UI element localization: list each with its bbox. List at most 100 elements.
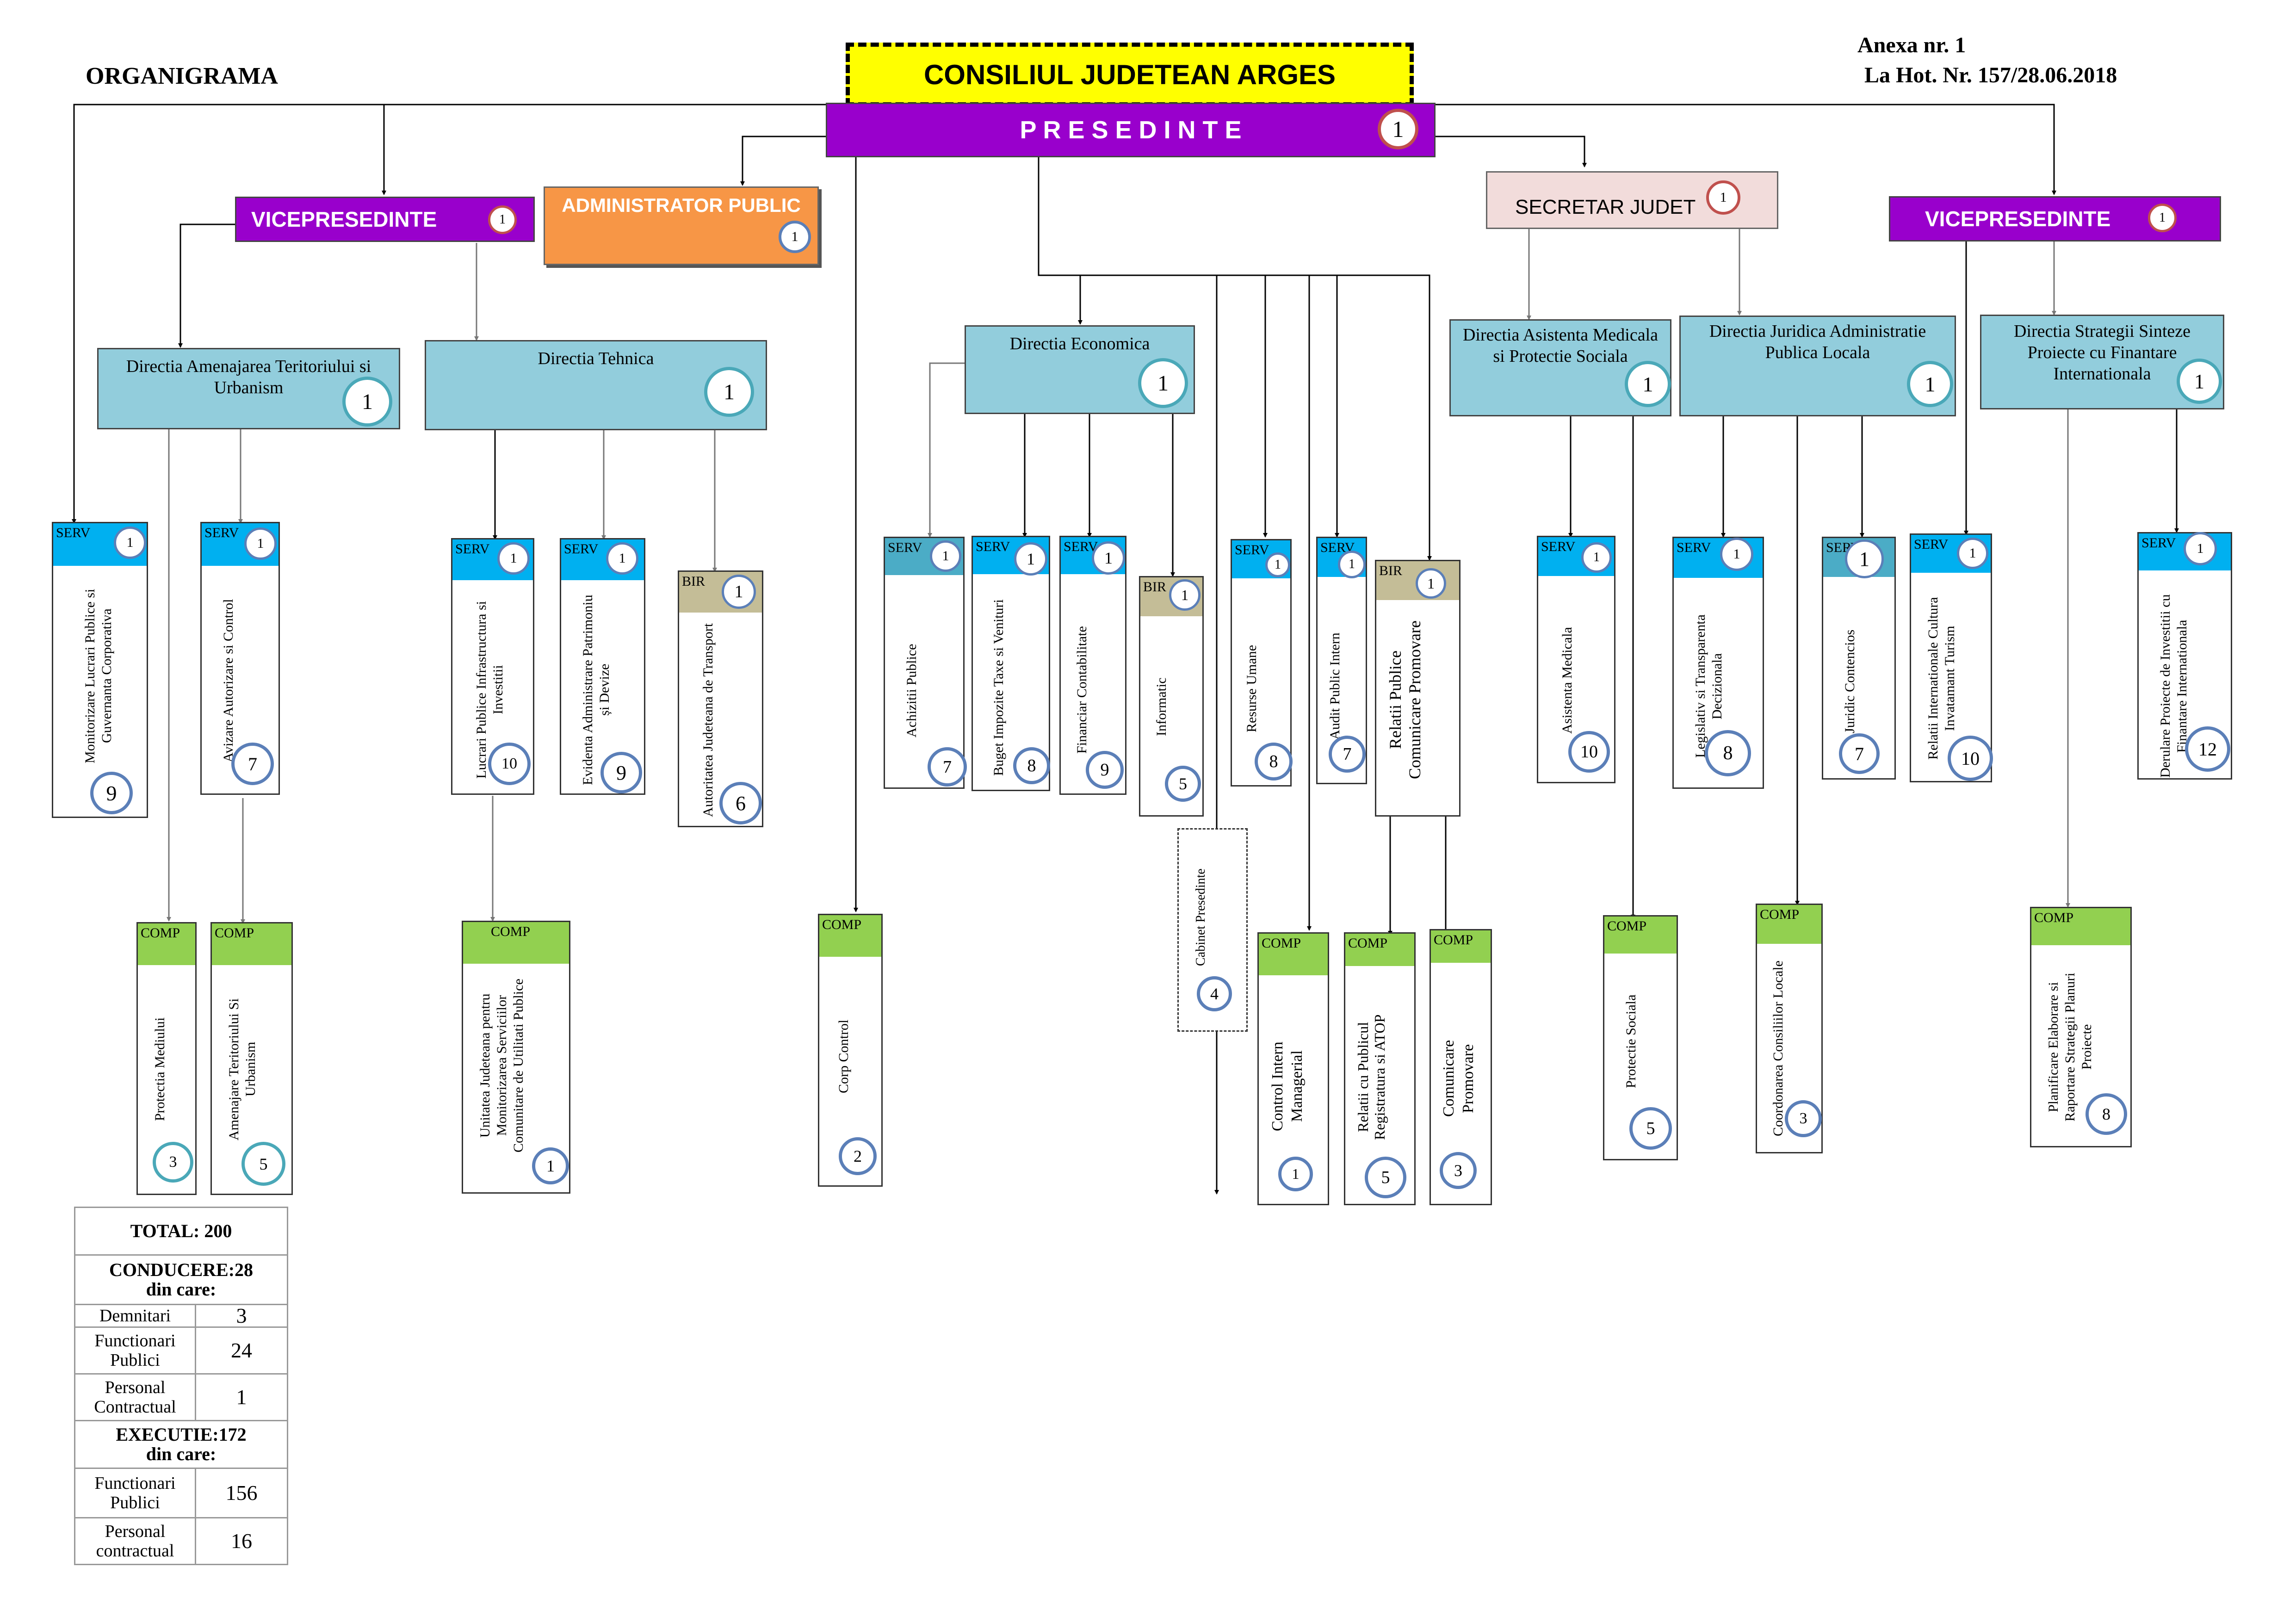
unit-informatic-count: 5	[1165, 766, 1201, 802]
presedinte-box[interactable]: P R E S E D I N T E	[826, 103, 1436, 157]
demnitari-value: 3	[195, 1304, 288, 1328]
unit-autoritatea-head: 1	[722, 575, 756, 609]
unit-autoritatea-count: 6	[719, 782, 762, 824]
unit-financiar-head: 1	[1092, 541, 1125, 575]
unit-relatii-publice[interactable]: BIR Relatii Publice Comunicare Promovare	[1375, 560, 1461, 817]
unit-derulare-count: 12	[2185, 726, 2230, 772]
unit-resurse-head: 1	[1265, 552, 1290, 577]
direction-economica-label: Directia Economica	[1009, 334, 1150, 353]
unit-financiar[interactable]: SERV Financiar Contabilitate	[1059, 536, 1126, 795]
unit-type-tag: COMP	[819, 915, 881, 957]
comp-protectia-mediului-count: 3	[153, 1142, 193, 1183]
chart-title-left: ORGANIGRAMA	[86, 63, 278, 89]
unit-achizitii-head: 1	[930, 540, 961, 572]
unit-informatic-head: 1	[1169, 579, 1201, 611]
vicepresedinte-right-label: VICEPRESEDINTE	[1925, 207, 2111, 231]
direction-amenajare-label: Directia Amenajarea Teritoriului si Urba…	[126, 357, 371, 397]
secretar-count: 1	[1706, 180, 1740, 215]
unit-asistenta-med-count: 10	[1568, 731, 1610, 773]
vicepresedinte-left-box[interactable]: VICEPRESEDINTE	[235, 197, 535, 242]
presedinte-label: P R E S E D I N T E	[1020, 116, 1242, 144]
administrator-label: ADMINISTRATOR PUBLIC	[562, 194, 801, 216]
presedinte-count: 1	[1378, 109, 1418, 149]
vicepresedinte-left-label: VICEPRESEDINTE	[251, 207, 437, 231]
comp-relatii-cu-publicul-count: 5	[1365, 1157, 1406, 1198]
unit-type-tag: COMP	[1259, 934, 1328, 975]
direction-asistenta-count: 1	[1625, 361, 1671, 407]
unit-resurse-count: 8	[1255, 743, 1293, 781]
unit-achizitii-count: 7	[928, 747, 967, 787]
unit-relatii-publice-label: Relatii Publice Comunicare Promovare	[1386, 620, 1424, 780]
unit-evidenta-head: 1	[606, 542, 638, 575]
unit-cabinet-count: 4	[1197, 976, 1232, 1011]
pc2-value: 16	[195, 1517, 288, 1565]
comp-coordonarea-count: 3	[1785, 1100, 1822, 1137]
fp-label: Functionari Publici	[74, 1326, 196, 1375]
unit-derulare-head: 1	[2184, 532, 2217, 565]
unit-audit-head: 1	[1338, 551, 1366, 578]
unit-buget-count: 8	[1013, 747, 1050, 784]
comp-comunicare-label: Comunicare Promovare	[1440, 1040, 1477, 1117]
total-cell: TOTAL: 200	[74, 1207, 288, 1256]
comp-protectia-mediului-label: Protectia Mediului	[152, 1017, 167, 1121]
pc-label: Personal Contractual	[74, 1373, 196, 1421]
unit-cabinet-label: Cabinet Presedinte	[1194, 868, 1208, 966]
unit-type-tag: COMP	[2031, 908, 2130, 945]
direction-strategii-label: Directia Strategii Sinteze Proiecte cu F…	[2014, 322, 2191, 384]
executie-label: EXECUTIE:172	[116, 1424, 247, 1445]
administrator-count: 1	[779, 221, 811, 253]
unit-type-tag: SERV	[2139, 533, 2231, 570]
administrator-box[interactable]: ADMINISTRATOR PUBLIC	[544, 186, 819, 265]
din-care-label: din care:	[146, 1279, 217, 1300]
direction-juridica[interactable]: Directia Juridica Administratie Publica …	[1679, 316, 1956, 416]
secretar-label: SECRETAR JUDET	[1515, 195, 1696, 218]
comp-comunicare-count: 3	[1440, 1152, 1477, 1189]
unit-relatii-int-head: 1	[1957, 538, 1988, 569]
comp-planificare-count: 8	[2086, 1093, 2127, 1135]
comp-amenajare-count: 5	[241, 1142, 285, 1186]
unit-relatii-int-count: 10	[1948, 736, 1993, 781]
comp-protectie-sociala-count: 5	[1629, 1107, 1672, 1150]
unit-monitorizare[interactable]: SERV Monitorizare Lucrari Publice si Guv…	[52, 522, 148, 818]
unit-type-tag: COMP	[1604, 917, 1677, 954]
unit-legislativ-head: 1	[1720, 538, 1753, 571]
vicepresedinte-right-count: 1	[2148, 204, 2177, 232]
unit-audit-count: 7	[1329, 736, 1366, 773]
comp-corp-control[interactable]: COMP Corp Control	[818, 914, 883, 1187]
direction-juridica-count: 1	[1907, 361, 1953, 407]
unit-type-tag: COMP	[463, 922, 569, 964]
unit-financiar-count: 9	[1086, 751, 1124, 789]
unit-type-tag: COMP	[212, 923, 291, 965]
comp-corp-control-count: 2	[839, 1137, 877, 1175]
unit-juridic-count: 7	[1839, 733, 1880, 774]
unit-buget-head: 1	[1014, 542, 1047, 576]
demnitari-label: Demnitari	[74, 1304, 196, 1328]
pc-value: 1	[195, 1373, 288, 1421]
comp-unitatea[interactable]: COMP Unitatea Judeteana pentru Monitoriz…	[462, 921, 570, 1194]
unit-avizare-head: 1	[244, 527, 277, 560]
unit-type-tag: COMP	[138, 923, 195, 965]
direction-tehnica-label: Directia Tehnica	[538, 349, 654, 368]
direction-asistenta-label: Directia Asistenta Medicala si Protectie…	[1462, 325, 1659, 366]
conducere-label: CONDUCERE:28	[109, 1259, 254, 1280]
unit-legislativ-count: 8	[1705, 730, 1751, 776]
unit-type-tag: COMP	[1345, 934, 1414, 966]
unit-juridic-head: 1	[1845, 539, 1884, 578]
unit-monitorizare-label: Monitorizare Lucrari Publice si Guvernan…	[82, 588, 114, 763]
unit-achizitii[interactable]: SERV Achizitii Publice	[884, 537, 965, 789]
comp-unitatea-count: 1	[532, 1147, 569, 1184]
comp-control-intern-count: 1	[1278, 1157, 1313, 1191]
unit-avizare-count: 7	[231, 743, 274, 785]
direction-strategii-count: 1	[2177, 359, 2222, 404]
fp2-value: 156	[195, 1468, 288, 1518]
council-title-box: CONSILIUL JUDETEAN ARGES	[846, 43, 1414, 106]
fp-value: 24	[195, 1326, 288, 1375]
unit-lucrari-head: 1	[497, 542, 530, 575]
unit-evidenta-count: 9	[600, 752, 642, 793]
direction-tehnica-count: 1	[704, 367, 754, 417]
comp-protectie-sociala-label: Protectie Sociala	[1623, 994, 1639, 1089]
